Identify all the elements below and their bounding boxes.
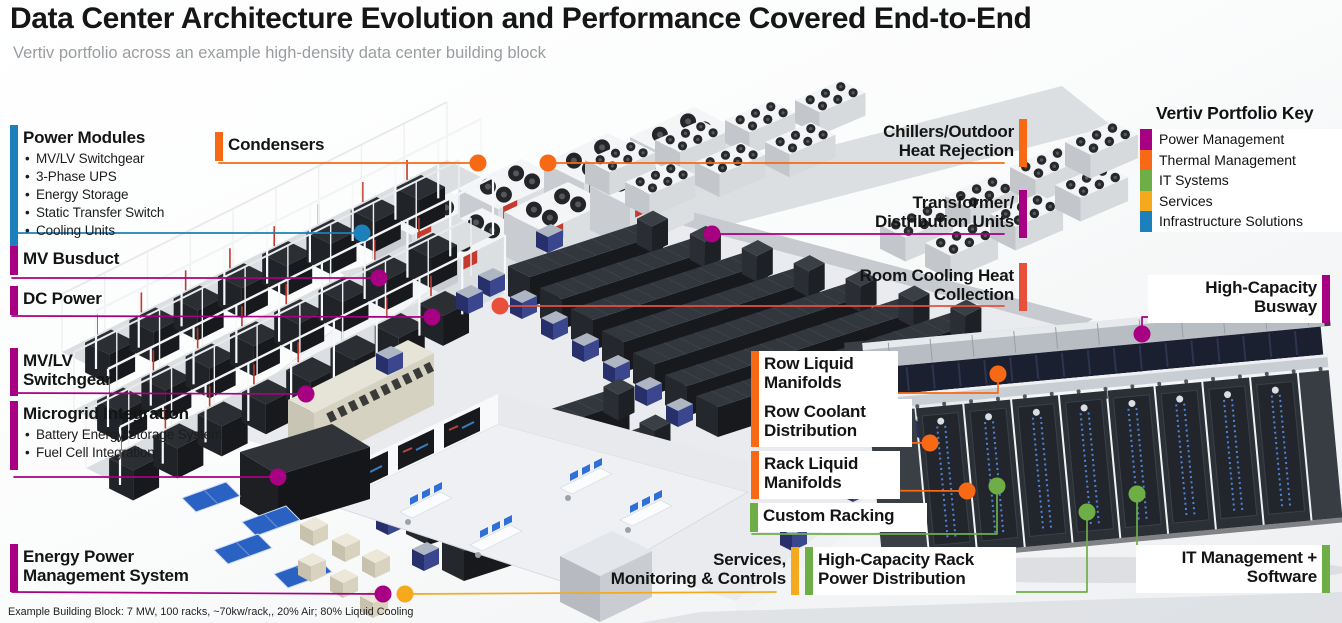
callout-line: [751, 485, 998, 535]
callout-line: [11, 591, 384, 595]
callout-mv-busduct: MV Busduct: [10, 246, 209, 276]
legend-item-infrastructure-solutions: Infrastructure Solutions: [1140, 211, 1342, 232]
bar-power-management: [1019, 190, 1027, 239]
power-management-chip: [1140, 129, 1152, 150]
callout-microgrid-integration: Microgrid Integration Battery Energy Sto…: [10, 401, 264, 470]
services-chip: [1140, 190, 1152, 211]
bar-it-systems: [750, 503, 758, 533]
legend-item-services: Services: [1140, 190, 1342, 211]
bar-it-systems: [1322, 545, 1330, 594]
callout-dot: [1078, 503, 1096, 521]
legend: Vertiv Portfolio Key Power Management Th…: [1140, 103, 1342, 232]
bar-infrastructure: [10, 125, 18, 248]
callout-dot: [539, 154, 557, 172]
callout-transformer-distribution: Transformer/ Distribution Units: [824, 190, 1027, 239]
bar-thermal-management: [1019, 119, 1027, 168]
bar-power-management: [10, 286, 18, 316]
legend-item-power-management: Power Management: [1140, 129, 1342, 150]
callout-rack-power-distribution: High-Capacity Rack Power Distribution: [805, 547, 1016, 596]
infrastructure-solutions-chip: [1140, 211, 1152, 232]
bar-heat-collection: [1019, 263, 1027, 312]
callout-dot: [1128, 485, 1146, 503]
bar-power-management: [1322, 275, 1330, 324]
callout-dot: [703, 225, 721, 243]
bar-power-management: [10, 246, 18, 276]
legend-item-it-systems: IT Systems: [1140, 170, 1342, 191]
callout-line: [11, 392, 307, 395]
page-title: Data Center Architecture Evolution and P…: [10, 2, 1032, 35]
callout-dot: [269, 468, 287, 486]
callout-energy-power-management: Energy Power Management System: [10, 544, 279, 593]
bar-power-management: [10, 544, 18, 593]
bar-power-management: [10, 348, 18, 397]
callout-dot: [958, 482, 976, 500]
callout-dot: [1133, 325, 1151, 343]
callout-services-monitoring: Services, Monitoring & Controls: [580, 547, 799, 596]
legend-title: Vertiv Portfolio Key: [1156, 103, 1314, 123]
callout-dot: [469, 154, 487, 172]
callout-row-liquid-manifolds: Row Liquid Manifolds: [751, 351, 898, 400]
bar-thermal-management: [215, 132, 223, 162]
callout-condensers: Condensers: [215, 132, 374, 162]
callout-room-cooling: Room Cooling Heat Collection: [798, 263, 1027, 312]
bar-thermal-management: [751, 399, 759, 448]
callout-high-capacity-busway: High-Capacity Busway: [1148, 275, 1330, 324]
callout-rack-liquid-manifolds: Rack Liquid Manifolds: [751, 451, 900, 500]
page-subtitle: Vertiv portfolio across an example high-…: [13, 44, 546, 62]
thermal-management-chip: [1140, 149, 1152, 170]
callout-dot: [988, 477, 1006, 495]
callout-dc-power: DC Power: [10, 286, 209, 316]
bar-thermal-management: [751, 351, 759, 400]
callout-dot: [353, 224, 371, 242]
bar-services: [791, 547, 799, 596]
callout-dot: [423, 308, 441, 326]
callout-line: [404, 591, 777, 595]
callout-power-modules: Power Modules MV/LV Switchgear 3-Phase U…: [10, 125, 234, 248]
bar-power-management: [10, 401, 18, 470]
callout-dot: [921, 434, 939, 452]
callout-custom-racking: Custom Racking: [750, 503, 927, 533]
callout-dot: [370, 269, 388, 287]
microgrid-bullets: Battery Energy Storage System Fuel Cell …: [23, 427, 258, 462]
bar-it-systems: [805, 547, 813, 596]
callout-line: [11, 315, 433, 318]
callout-dot: [297, 385, 315, 403]
callout-row-coolant-distribution: Row Coolant Distribution: [751, 399, 912, 448]
callout-it-management: IT Management + Software: [1136, 545, 1330, 594]
callout-dot: [396, 585, 414, 603]
power-modules-bullets: MV/LV Switchgear 3-Phase UPS Energy Stor…: [23, 151, 228, 240]
callout-dot: [491, 297, 509, 315]
callout-mvlv-switchgear: MV/LV Switchgear: [10, 348, 189, 397]
legend-item-thermal-management: Thermal Management: [1140, 149, 1342, 170]
footnote: Example Building Block: 7 MW, 100 racks,…: [8, 606, 414, 618]
bar-thermal-management: [751, 451, 759, 500]
callout-dot: [374, 585, 392, 603]
it-systems-chip: [1140, 170, 1152, 191]
callout-chillers: Chillers/Outdoor Heat Rejection: [824, 119, 1027, 168]
callout-dot: [989, 365, 1007, 383]
